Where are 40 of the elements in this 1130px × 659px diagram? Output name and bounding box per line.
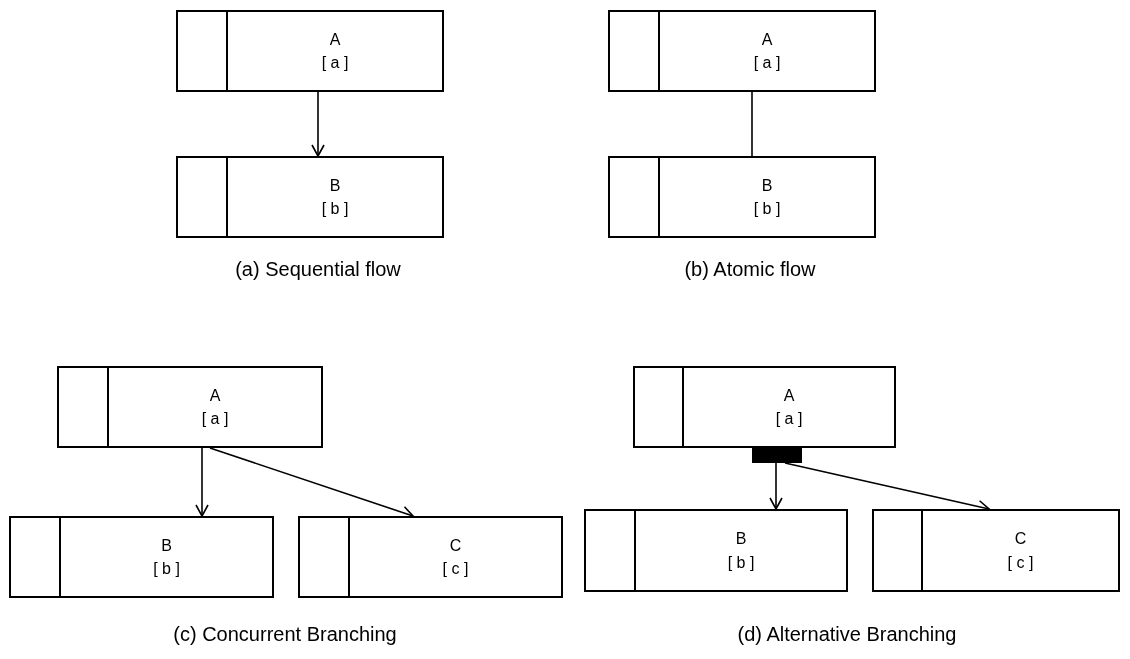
activity-data: [ a ] (753, 53, 781, 73)
activity-data: [ a ] (775, 409, 803, 429)
arrow (209, 447, 414, 519)
activity-box (57, 366, 323, 448)
branch-bar (752, 447, 802, 463)
activity-data: [ a ] (321, 53, 349, 73)
activity-box (608, 10, 876, 92)
activity-data: [ a ] (201, 409, 229, 429)
activity-name: B (761, 175, 773, 195)
connector-line (751, 91, 753, 157)
activity-name: B (329, 175, 341, 195)
activity-name: A (761, 29, 773, 49)
activity-box (872, 509, 1120, 592)
activity-box (9, 516, 274, 598)
activity-name: A (329, 29, 341, 49)
activity-data: [ c ] (1007, 552, 1034, 572)
figure-caption: (c) Concurrent Branching (173, 623, 397, 646)
activity-box (633, 366, 896, 448)
activity-name: A (783, 385, 795, 405)
activity-data: [ c ] (442, 559, 469, 579)
activity-box (298, 516, 563, 598)
arrow (195, 447, 209, 517)
activity-box (176, 10, 444, 92)
activity-box (608, 156, 876, 238)
activity-name: B (735, 529, 747, 549)
activity-data: [ b ] (753, 199, 781, 219)
activity-data: [ b ] (321, 199, 349, 219)
figure-caption: (d) Alternative Branching (737, 623, 957, 646)
activity-name: C (1014, 529, 1027, 549)
activity-box (176, 156, 444, 238)
activity-data: [ b ] (727, 552, 755, 572)
arrow (311, 91, 325, 157)
activity-data: [ b ] (153, 559, 180, 579)
activity-name: A (209, 385, 221, 405)
figure-caption: (b) Atomic flow (684, 258, 816, 281)
activity-box (584, 509, 848, 592)
figure-caption: (a) Sequential flow (235, 258, 401, 281)
activity-name: B (161, 535, 172, 555)
activity-name: C (449, 535, 462, 555)
arrow (769, 462, 783, 510)
